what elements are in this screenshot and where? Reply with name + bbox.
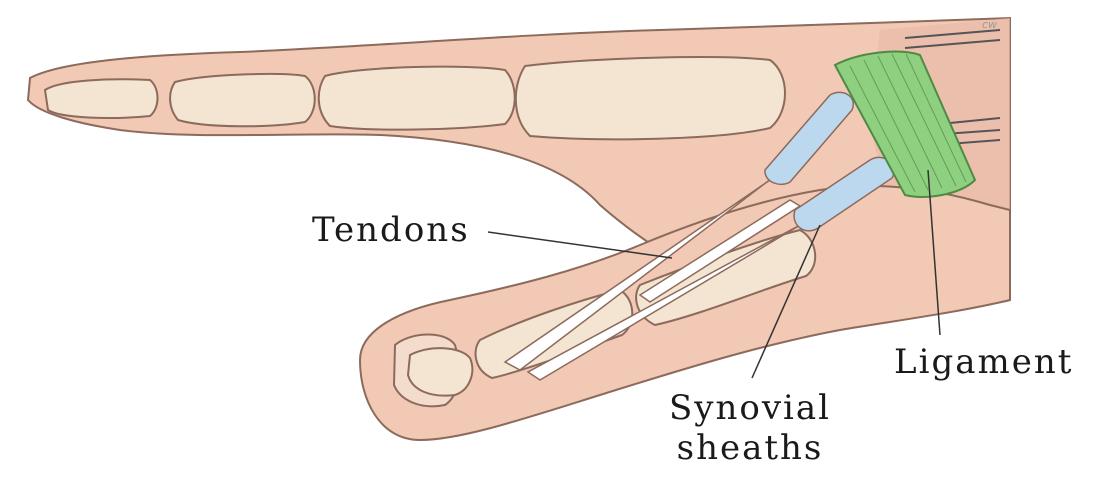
tendons-label: Tendons xyxy=(312,210,470,250)
sheaths-label-line-1: Synovial xyxy=(650,388,850,428)
bone-proximal-upper xyxy=(319,67,515,130)
ligament-label: Ligament xyxy=(894,342,1073,382)
synovial-sheaths-label: Synovial sheaths xyxy=(650,388,850,468)
bone-distal-upper xyxy=(45,79,158,118)
sheaths-label-line-2: sheaths xyxy=(650,428,850,468)
artist-signature: cw xyxy=(982,18,997,31)
bone-metacarpal-upper xyxy=(516,57,785,139)
bone-middle-upper xyxy=(170,74,315,126)
bone-distal-lower xyxy=(408,348,472,395)
